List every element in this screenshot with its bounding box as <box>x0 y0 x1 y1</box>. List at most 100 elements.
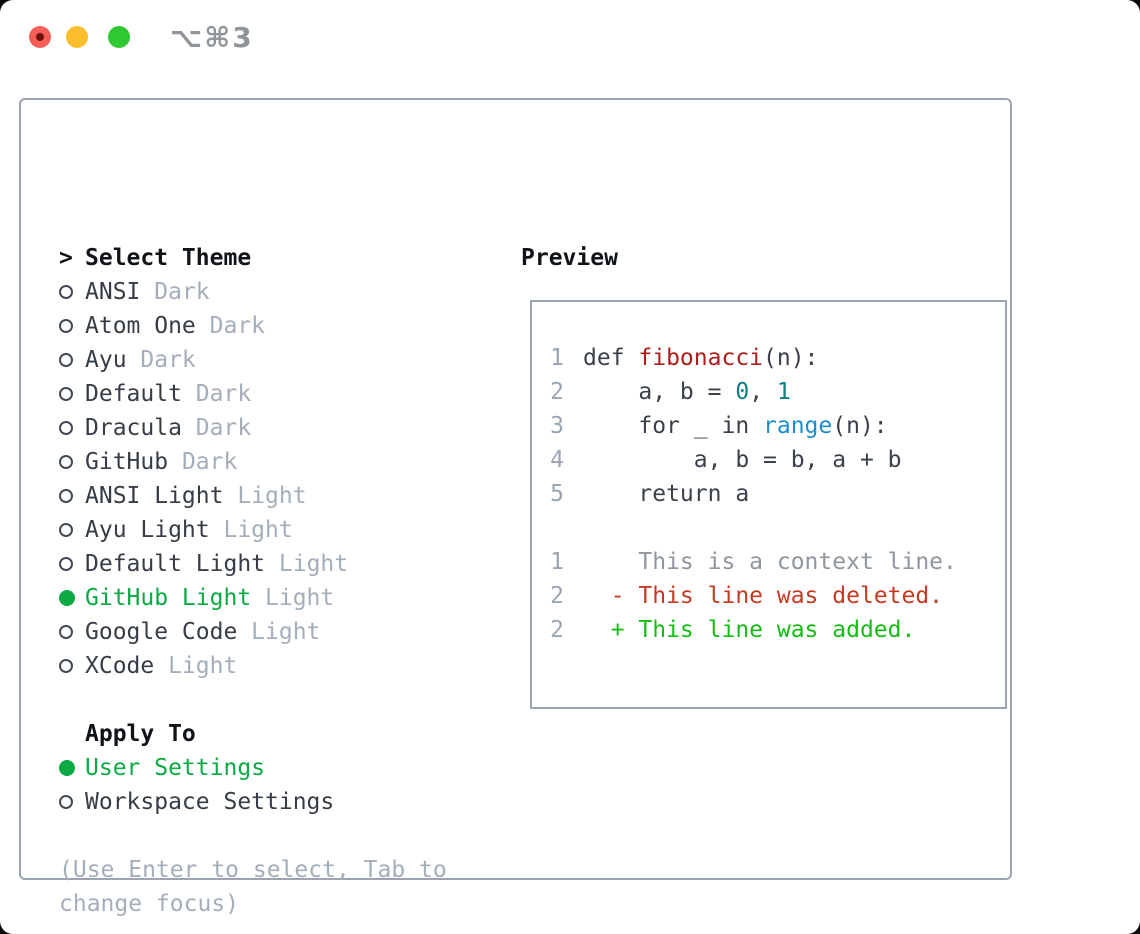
theme-variant-tag: Light <box>265 585 335 611</box>
spacer <box>59 683 509 717</box>
radio-icon <box>59 489 85 503</box>
code-text: + This line was added. <box>583 617 916 643</box>
line-number: 5 <box>550 481 564 507</box>
code-text: a, b = b, a + b <box>583 447 902 473</box>
spacer <box>59 819 509 853</box>
option-label: Ayu Dark <box>85 347 196 373</box>
radio-unselected-icon <box>59 319 73 333</box>
code-segment: def <box>583 345 639 371</box>
theme-option-ansi[interactable]: ANSI Dark <box>59 275 509 309</box>
option-label: Default Light Light <box>85 551 349 577</box>
radio-icon <box>59 421 85 435</box>
code-segment: a, b = b, a + b <box>583 447 902 473</box>
apply-option-user-settings[interactable]: User Settings <box>59 751 509 785</box>
radio-selected-icon <box>59 760 75 776</box>
theme-variant-tag: Light <box>168 653 238 679</box>
apply-to-header: Apply To <box>59 717 509 751</box>
theme-option-default[interactable]: Default Dark <box>59 377 509 411</box>
theme-option-atom-one[interactable]: Atom One Dark <box>59 309 509 343</box>
radio-unselected-icon <box>59 421 73 435</box>
option-label: Workspace Settings <box>85 789 335 815</box>
option-label: Atom One Dark <box>85 313 266 339</box>
code-segment: 1 <box>776 379 791 405</box>
code-segment: fibonacci <box>638 345 764 371</box>
theme-option-ansi-light[interactable]: ANSI Light Light <box>59 479 509 513</box>
radio-unselected-icon <box>59 387 73 401</box>
code-segment: (n): <box>763 345 819 371</box>
theme-option-dracula[interactable]: Dracula Dark <box>59 411 509 445</box>
radio-unselected-icon <box>59 285 73 299</box>
theme-option-xcode[interactable]: XCode Light <box>59 649 509 683</box>
radio-icon <box>59 319 85 333</box>
code-line: 1 This is a context line. <box>548 545 1001 579</box>
radio-unselected-icon <box>59 557 73 571</box>
theme-option-github-light[interactable]: GitHub Light Light <box>59 581 509 615</box>
select-theme-header: > Select Theme <box>59 241 509 275</box>
code-line: 5 return a <box>548 477 1001 511</box>
radio-unselected-icon <box>59 659 73 673</box>
radio-unselected-icon <box>59 523 73 537</box>
code-segment: - This line was deleted. <box>583 583 944 609</box>
close-button[interactable] <box>29 26 51 48</box>
radio-icon <box>59 455 85 469</box>
option-label: ANSI Light Light <box>85 483 307 509</box>
theme-variant-tag: Dark <box>154 279 210 305</box>
preview-title: Preview <box>521 245 618 271</box>
apply-to-title: Apply To <box>85 721 196 747</box>
theme-variant-tag: Dark <box>195 415 252 441</box>
theme-variant-tag: Light <box>223 517 293 543</box>
code-line: 4 a, b = b, a + b <box>548 443 1001 477</box>
code-text: return a <box>583 481 749 507</box>
line-number: 3 <box>550 413 564 439</box>
radio-icon <box>59 285 85 299</box>
code-text: for _ in range(n): <box>583 413 887 439</box>
apply-option-workspace-settings[interactable]: Workspace Settings <box>59 785 509 819</box>
code-line: 2 - This line was deleted. <box>548 579 1001 613</box>
code-segment: This is a context line. <box>583 549 957 575</box>
theme-option-google-code[interactable]: Google Code Light <box>59 615 509 649</box>
code-segment: range <box>763 413 833 439</box>
code-line: 1 def fibonacci(n): <box>548 341 1001 375</box>
code-segment: for _ in <box>583 413 764 439</box>
code-segment: 0 <box>735 379 750 405</box>
theme-variant-tag: Dark <box>209 313 266 339</box>
theme-variant-tag: Dark <box>140 347 196 373</box>
theme-option-default-light[interactable]: Default Light Light <box>59 547 509 581</box>
code-text: - This line was deleted. <box>583 583 943 609</box>
radio-unselected-icon <box>59 353 73 367</box>
theme-variant-tag: Dark <box>181 449 238 475</box>
theme-variant-tag: Light <box>251 619 321 645</box>
radio-icon <box>59 523 85 537</box>
option-label: GitHub Dark <box>85 449 238 475</box>
line-number: 2 <box>550 617 564 643</box>
window-title-shortcut: ⌥⌘3 <box>170 21 254 54</box>
theme-variant-tag: Light <box>237 483 307 509</box>
radio-unselected-icon <box>59 455 73 469</box>
code-segment: return a <box>583 481 750 507</box>
code-line <box>548 511 1001 545</box>
theme-option-ayu[interactable]: Ayu Dark <box>59 343 509 377</box>
radio-icon <box>59 353 85 367</box>
radio-selected-icon <box>59 590 75 606</box>
radio-icon <box>59 625 85 639</box>
option-label: Dracula Dark <box>85 415 252 441</box>
theme-option-ayu-light[interactable]: Ayu Light Light <box>59 513 509 547</box>
minimize-button[interactable] <box>66 26 88 48</box>
theme-variant-tag: Light <box>278 551 349 577</box>
line-number: 1 <box>550 345 564 371</box>
radio-unselected-icon <box>59 795 73 809</box>
line-number: 2 <box>550 583 564 609</box>
radio-unselected-icon <box>59 625 73 639</box>
theme-option-github[interactable]: GitHub Dark <box>59 445 509 479</box>
radio-icon <box>59 557 85 571</box>
code-line: 3 for _ in range(n): <box>548 409 1001 443</box>
radio-icon <box>59 659 85 673</box>
option-label: Google Code Light <box>85 619 321 645</box>
hint-line: (Use Enter to select, Tab to <box>59 857 447 883</box>
unsaved-dot-icon <box>36 33 44 41</box>
zoom-button[interactable] <box>108 26 130 48</box>
